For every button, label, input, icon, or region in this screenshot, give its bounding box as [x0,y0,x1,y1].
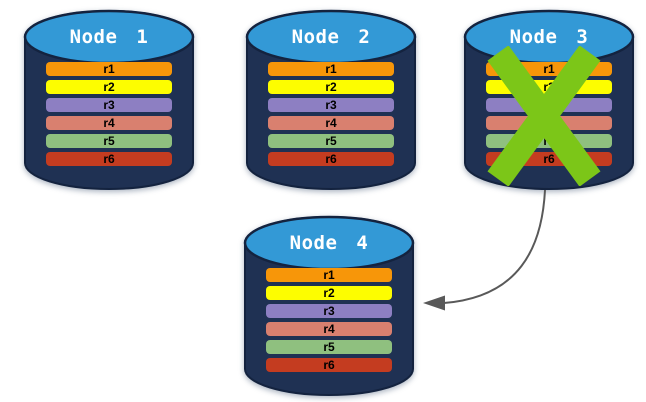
replica-row: r2 [266,286,392,300]
replica-row: r1 [46,62,172,76]
replica-list: r1 r2 r3 r4 r5 r6 [46,62,172,170]
replica-row: r4 [266,322,392,336]
replica-row: r1 [266,268,392,282]
node-2: Node 2 r1 r2 r3 r4 r5 r6 [245,6,417,192]
replica-row: r5 [268,134,394,148]
node-3: Node 3 r1 r2 r3 r4 r5 r6 [463,6,635,192]
replica-row: r6 [46,152,172,166]
replica-row: r4 [268,116,394,130]
arrowhead-icon [423,295,445,311]
node-title: Node 3 [509,26,589,48]
replica-row: r5 [266,340,392,354]
replica-list: r1 r2 r3 r4 r5 r6 [266,268,392,376]
replica-row: r1 [268,62,394,76]
replica-row: r3 [486,98,612,112]
replica-row: r6 [266,358,392,372]
replica-row: r4 [486,116,612,130]
replica-list: r1 r2 r3 r4 r5 r6 [268,62,394,170]
node-4: Node 4 r1 r2 r3 r4 r5 r6 [243,212,415,398]
replica-row: r5 [46,134,172,148]
replica-row: r4 [46,116,172,130]
node-1: Node 1 r1 r2 r3 r4 r5 r6 [23,6,195,192]
replica-row: r3 [266,304,392,318]
replica-row: r2 [268,80,394,94]
replica-row: r5 [486,134,612,148]
replica-row: r2 [486,80,612,94]
replica-row: r3 [268,98,394,112]
replica-row: r3 [46,98,172,112]
node-title: Node 2 [291,26,371,48]
replica-row: r2 [46,80,172,94]
replica-row: r6 [268,152,394,166]
replica-row: r1 [486,62,612,76]
replica-list: r1 r2 r3 r4 r5 r6 [486,62,612,170]
replica-row: r6 [486,152,612,166]
node-title: Node 1 [69,26,149,48]
node-title: Node 4 [289,232,369,254]
